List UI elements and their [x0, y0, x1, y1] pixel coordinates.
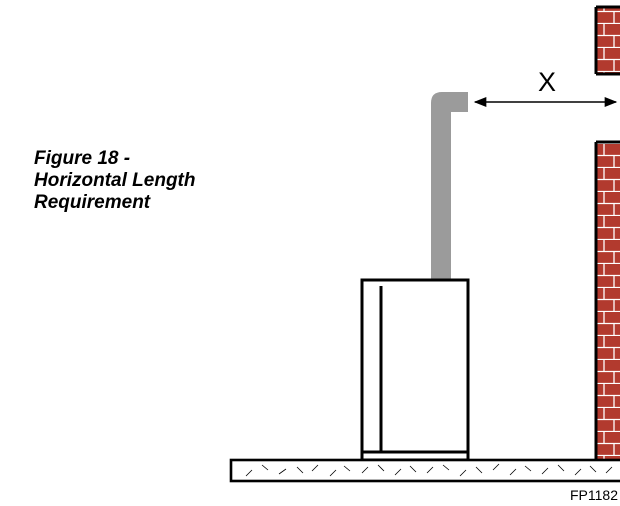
brick-wall-upper — [594, 5, 620, 76]
caption-line-3: Requirement — [34, 192, 151, 213]
caption-line-2: Horizontal Length — [34, 170, 196, 191]
dimension-label: X — [538, 67, 556, 97]
appliance-cabinet — [360, 278, 470, 462]
brick-wall-lower — [594, 140, 620, 460]
vent-pipe — [431, 92, 468, 280]
caption-line-1: Figure 18 - — [34, 148, 131, 169]
figure-reference-code: FP1182 — [570, 487, 618, 503]
concrete-floor — [229, 458, 620, 483]
figure-caption: Figure 18 - Horizontal Length Requiremen… — [34, 148, 264, 214]
